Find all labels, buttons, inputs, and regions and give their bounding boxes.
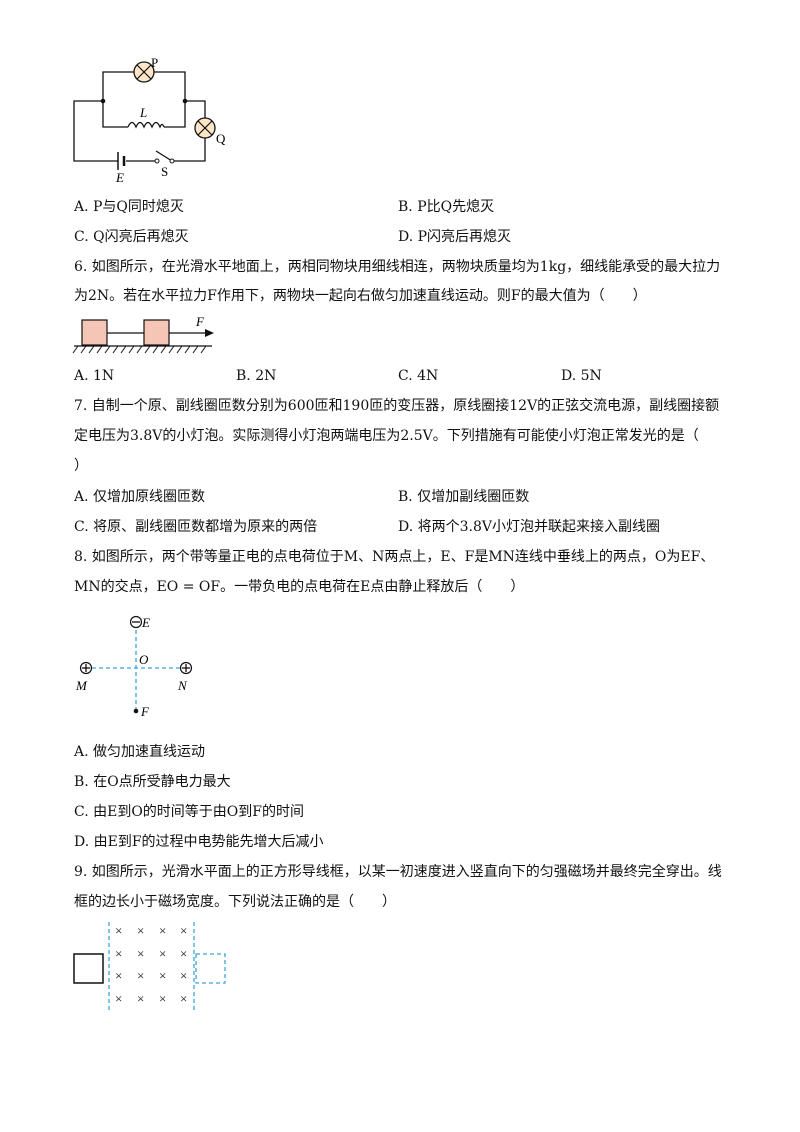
positive-charge-n-icon [179, 661, 193, 675]
q8-option-b[interactable]: B. 在O点所受静电力最大 [74, 774, 231, 790]
svg-text:×: × [137, 968, 144, 983]
force-label: F [195, 314, 205, 329]
svg-text:×: × [115, 923, 122, 938]
q8-stem-line2: MN的交点，EO = OF。一带负电的点电荷在E点由静止释放后（ ） [74, 579, 525, 595]
q5-option-b[interactable]: B. P比Q先熄灭 [398, 199, 495, 215]
svg-text:×: × [159, 923, 166, 938]
field-cross-marks: × × × × × × × × × × × × × × × × [115, 923, 187, 1006]
svg-text:×: × [180, 946, 187, 961]
svg-text:×: × [115, 946, 122, 961]
q6-option-c[interactable]: C. 4N [398, 368, 439, 384]
q8-option-c[interactable]: C. 由E到O的时间等于由O到F的时间 [74, 804, 305, 820]
q5-option-a[interactable]: A. P与Q同时熄灭 [74, 199, 184, 215]
q5-option-c[interactable]: C. Q闪亮后再熄灭 [74, 229, 189, 245]
label-s: S [161, 164, 168, 179]
negative-charge-icon [129, 615, 143, 629]
label-n-point: N [177, 678, 188, 693]
label-q: Q [216, 131, 226, 146]
label-l: L [139, 105, 147, 120]
q8-option-d[interactable]: D. 由E到F的过程中电势能先增大后减小 [74, 834, 324, 850]
label-o-point: O [139, 652, 149, 667]
svg-text:×: × [180, 968, 187, 983]
q7-stem-line3: ） [74, 458, 88, 474]
q7-stem-line2: 定电压为3.8V的小灯泡。实际测得小灯泡两端电压为2.5V。下列措施有可能使小灯… [74, 428, 699, 444]
svg-text:×: × [180, 991, 187, 1006]
svg-text:×: × [159, 991, 166, 1006]
q5-option-d[interactable]: D. P闪亮后再熄灭 [398, 229, 512, 245]
svg-text:×: × [137, 923, 144, 938]
magnetic-field-diagram: × × × × × × × × × × × × × × × × [73, 922, 226, 1010]
svg-text:×: × [137, 991, 144, 1006]
label-e: E [115, 170, 124, 185]
q7-option-a[interactable]: A. 仅增加原线圈匝数 [74, 489, 206, 505]
svg-text:×: × [159, 946, 166, 961]
svg-text:×: × [180, 923, 187, 938]
q6-stem-line1: 6. 如图所示，在光滑水平地面上，两相同物块用细线相连，两物块质量均为1kg，细… [74, 259, 721, 275]
circuit-diagram: P Q L E S [73, 55, 226, 185]
q8-option-a[interactable]: A. 做匀加速直线运动 [74, 744, 206, 760]
q7-stem-line1: 7. 自制一个原、副线圈匝数分别为600匝和190匝的变压器，原线圈接12V的正… [74, 398, 720, 414]
blocks-diagram: F [72, 314, 214, 354]
positive-charge-m-icon [79, 661, 93, 675]
q6-option-d[interactable]: D. 5N [561, 368, 602, 384]
label-p: P [151, 55, 158, 70]
q9-stem-line1: 9. 如图所示，光滑水平面上的正方形导线框，以某一初速度进入竖直向下的匀强磁场并… [74, 864, 722, 880]
q8-stem-line1: 8. 如图所示，两个带等量正电的点电荷位于M、N两点上，E、F是MN连线中垂线上… [74, 549, 715, 565]
lamp-p-icon [133, 61, 155, 83]
q6-option-a[interactable]: A. 1N [74, 368, 115, 384]
q9-stem-line2: 框的边长小于磁场宽度。下列说法正确的是（ ） [74, 894, 396, 910]
svg-text:×: × [137, 946, 144, 961]
q7-option-c[interactable]: C. 将原、副线圈匝数都增为原来的两倍 [74, 519, 318, 535]
q6-stem-line2: 为2N。若在水平拉力F作用下，两物块一起向右做匀加速直线运动。则F的最大值为（ … [74, 288, 647, 304]
q7-option-d[interactable]: D. 将两个3.8V小灯泡并联起来接入副线圈 [398, 519, 661, 535]
svg-text:×: × [115, 968, 122, 983]
lamp-q-icon [194, 117, 216, 139]
q6-option-b[interactable]: B. 2N [236, 368, 277, 384]
q7-option-b[interactable]: B. 仅增加副线圈匝数 [398, 489, 530, 505]
label-e-point: E [141, 615, 150, 630]
svg-text:×: × [115, 991, 122, 1006]
label-m-point: M [75, 678, 88, 693]
label-f-point: F [140, 704, 150, 719]
svg-text:×: × [159, 968, 166, 983]
charges-diagram: E O M N F [75, 615, 193, 719]
